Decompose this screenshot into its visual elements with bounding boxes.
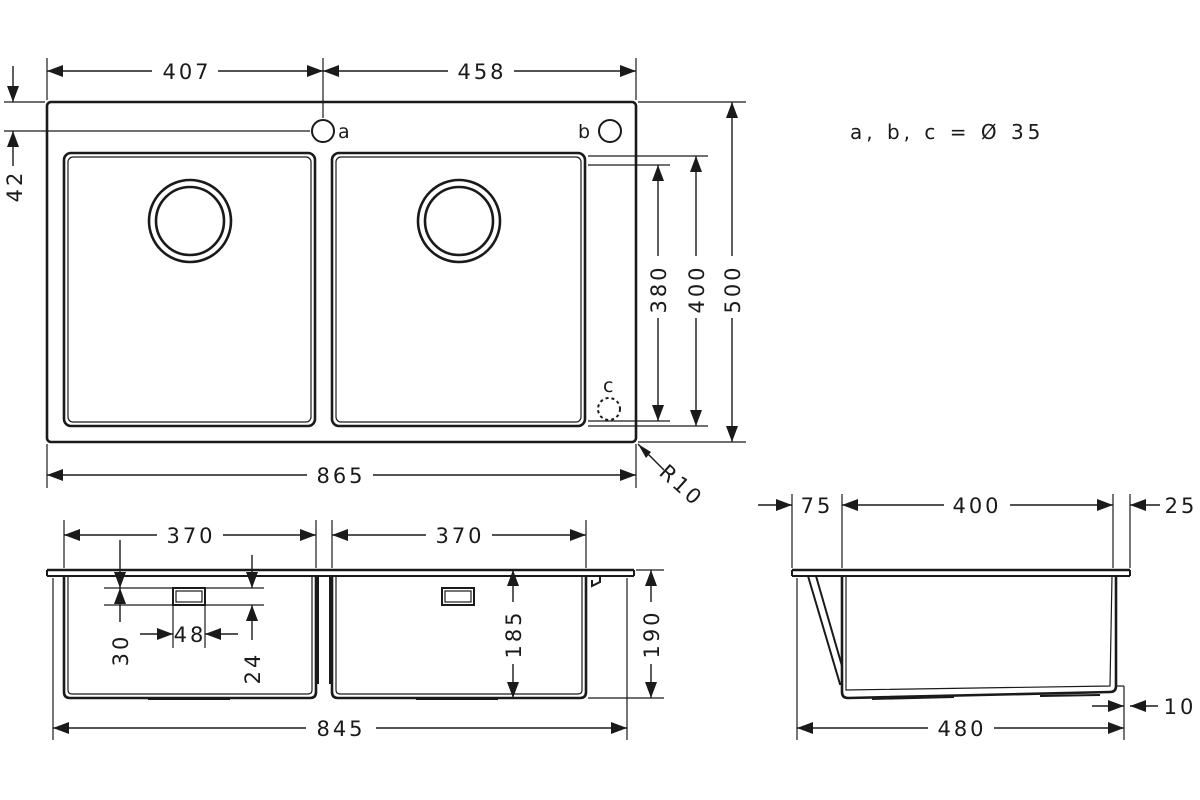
dim-side-rear-offset: 25 [1165, 494, 1198, 518]
dim-overflow-height: 30 [109, 634, 133, 667]
hole-c-icon [597, 397, 621, 421]
dim-depth-right: 185 [502, 609, 526, 658]
dim-radius: R10 [655, 460, 708, 512]
sink-outline [45, 100, 638, 444]
dim-side-front-offset: 75 [801, 494, 834, 518]
hole-a-icon [311, 119, 335, 143]
right-bowl [330, 151, 587, 428]
hole-c-label: c [603, 375, 613, 397]
dim-height-bowl: 400 [685, 264, 709, 313]
dim-width-left: 407 [162, 60, 211, 84]
hole-a-label: a [338, 121, 350, 143]
dim-side-bottom-offset: 10 [1164, 695, 1197, 719]
side-view: 75 400 25 10 480 [758, 492, 1198, 741]
left-bowl [62, 151, 317, 428]
dim-depth-total: 190 [640, 609, 664, 658]
dim-front-width-total: 845 [316, 717, 365, 741]
dim-side-bowl-depth: 400 [952, 494, 1001, 518]
dim-bowl-left-width: 370 [166, 524, 215, 548]
right-drain-icon [416, 178, 502, 264]
dim-side-width-total: 480 [937, 717, 986, 741]
front-right-bowl [330, 576, 588, 700]
front-view: 370 370 30 48 24 185 [46, 520, 664, 741]
top-view: a b c 407 458 42 [3, 58, 746, 511]
dim-overflow-width: 48 [174, 623, 207, 647]
dim-bowl-right-width: 370 [435, 524, 484, 548]
side-bowl-profile [840, 576, 1118, 700]
dim-height-total: 500 [721, 264, 745, 313]
hole-diameter-note: a, b, c = Ø 35 [850, 120, 1044, 144]
dim-width-total: 865 [316, 464, 365, 488]
left-drain-icon [147, 178, 233, 264]
dim-width-right: 458 [457, 60, 506, 84]
dim-height-inner: 380 [647, 264, 671, 313]
hole-b-icon [598, 119, 622, 143]
dim-offset-top: 42 [3, 170, 27, 203]
dim-overflow-offset: 24 [241, 652, 265, 685]
overflow-right-icon [441, 587, 475, 606]
hole-b-label: b [578, 121, 590, 143]
